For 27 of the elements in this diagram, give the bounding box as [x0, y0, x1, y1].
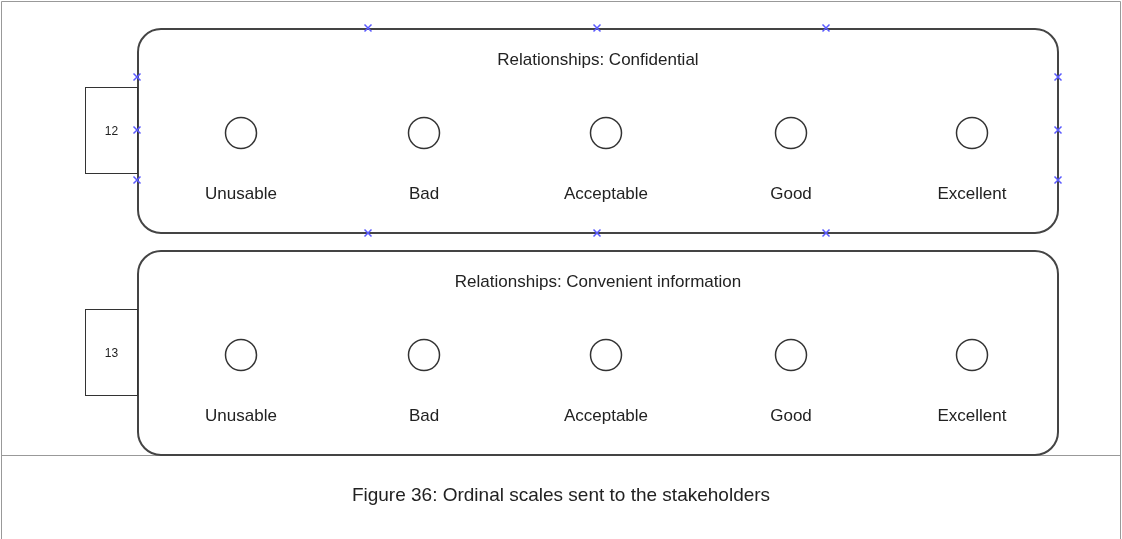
radio-circle	[589, 338, 623, 372]
option-label: Good	[770, 184, 812, 204]
scale-panel	[137, 28, 1059, 234]
radio-circle	[407, 116, 441, 150]
option-label: Unusable	[205, 184, 277, 204]
radio-circle	[955, 338, 989, 372]
option-label: Excellent	[937, 184, 1007, 204]
radio-circle	[224, 116, 258, 150]
option-label: Bad	[408, 406, 440, 426]
option-label: Unusable	[205, 406, 277, 426]
radio-circle	[774, 338, 808, 372]
scale-title: Relationships: Confidential	[496, 50, 700, 70]
option-label: Bad	[408, 184, 440, 204]
option-label: Good	[770, 406, 812, 426]
radio-circle	[774, 116, 808, 150]
number-tab: 13	[85, 309, 138, 396]
scale-title: Relationships: Convenient information	[453, 272, 743, 292]
radio-circle	[407, 338, 441, 372]
radio-circle	[224, 338, 258, 372]
radio-circle	[955, 116, 989, 150]
radio-circle	[589, 116, 623, 150]
option-label: Excellent	[937, 406, 1007, 426]
scale-panel	[137, 250, 1059, 456]
option-label: Acceptable	[563, 184, 649, 204]
figure-caption: Figure 36: Ordinal scales sent to the stakeholders	[350, 484, 772, 506]
number-tab: 12	[85, 87, 138, 174]
option-label: Acceptable	[563, 406, 649, 426]
